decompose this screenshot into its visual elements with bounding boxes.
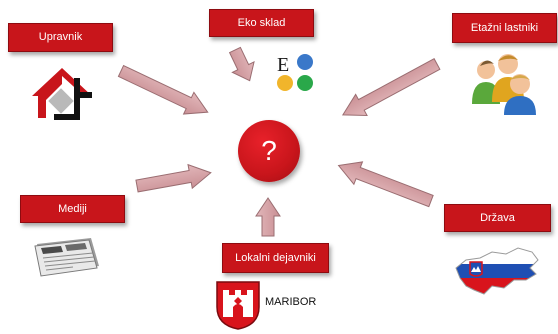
box-drzava-label: Država xyxy=(480,211,515,224)
arrow-drzava xyxy=(337,161,434,208)
arrow-etazni-lastniki xyxy=(341,58,441,116)
center-question-mark: ? xyxy=(261,135,277,166)
house-logo-icon xyxy=(32,68,92,120)
eko-letter: E xyxy=(277,54,289,76)
box-lokalni-dejavniki-label: Lokalni dejavniki xyxy=(235,251,316,264)
maribor-label: MARIBOR xyxy=(265,296,317,308)
eko-sklad-logo-icon: E xyxy=(277,54,313,91)
slovenia-flag-map-icon xyxy=(455,247,539,295)
arrow-upravnik xyxy=(117,64,209,115)
arrow-mediji xyxy=(135,163,212,193)
box-upravnik-label: Upravnik xyxy=(38,31,83,43)
arrow-eko-sklad xyxy=(228,46,255,82)
box-eko-sklad-label: Eko sklad xyxy=(237,16,286,29)
box-mediji-label: Mediji xyxy=(58,202,87,215)
box-eko-sklad: Eko sklad xyxy=(209,9,314,37)
box-mediji: Mediji xyxy=(20,195,125,223)
center-question-node: ? xyxy=(238,120,300,182)
people-group-icon xyxy=(472,54,536,115)
box-etazni-lastniki-label: Etažni lastniki xyxy=(470,21,539,34)
box-etazni-lastniki: Etažni lastniki xyxy=(452,13,557,43)
box-drzava: Država xyxy=(444,204,551,232)
arrow-lokalni-dejavniki xyxy=(255,197,281,237)
newspaper-icon xyxy=(34,238,99,277)
box-lokalni-dejavniki: Lokalni dejavniki xyxy=(222,243,329,273)
maribor-coat-of-arms-icon xyxy=(216,281,260,330)
box-upravnik: Upravnik xyxy=(8,23,113,52)
